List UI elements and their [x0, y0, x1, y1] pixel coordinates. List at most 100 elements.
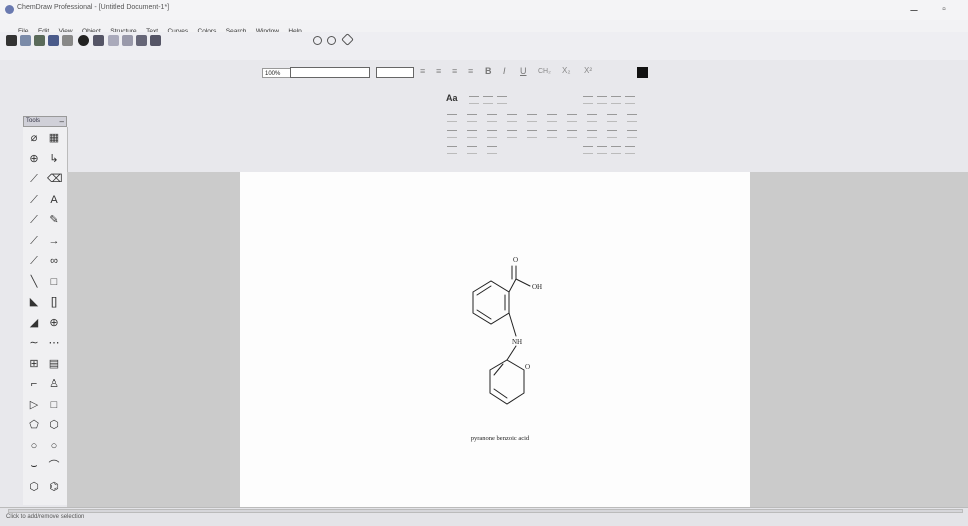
palette-icon[interactable]: [469, 96, 479, 104]
palette-icon[interactable]: [611, 96, 621, 104]
show-crosshair-icon[interactable]: [341, 33, 354, 46]
palette-icon[interactable]: [497, 96, 507, 104]
orbital-tool[interactable]: ∞: [50, 255, 58, 267]
palette-icon[interactable]: [527, 130, 537, 138]
eraser-tool[interactable]: ⌫: [47, 173, 63, 185]
menu-curves[interactable]: Curves: [167, 26, 188, 38]
wavy-bond-tool[interactable]: ∼: [29, 337, 39, 349]
wedge-bond-tool[interactable]: ◢: [29, 316, 39, 329]
palette-icon[interactable]: [627, 114, 637, 122]
paste-icon[interactable]: [150, 35, 161, 46]
acyclic-chain-tool[interactable]: ⌐: [30, 378, 38, 390]
menu-colors[interactable]: Colors: [198, 26, 217, 38]
text-tool[interactable]: A: [50, 193, 58, 206]
bracket-tool[interactable]: []: [50, 296, 58, 308]
font-style-icon[interactable]: Aa: [446, 93, 458, 103]
palette-icon[interactable]: [487, 114, 497, 122]
align-right-icon[interactable]: ≡: [452, 66, 458, 76]
arrow-tool[interactable]: →: [48, 234, 60, 247]
undo-icon[interactable]: [93, 35, 104, 46]
menu-help[interactable]: Help: [288, 26, 301, 38]
palette-icon[interactable]: [447, 130, 457, 138]
italic-icon[interactable]: I: [503, 66, 506, 76]
palette-icon[interactable]: [467, 130, 477, 138]
open-document-icon[interactable]: [20, 35, 31, 46]
palette-icon[interactable]: [587, 130, 597, 138]
menu-view[interactable]: View: [59, 26, 73, 38]
palette-icon[interactable]: [507, 114, 517, 122]
query-tool[interactable]: ⋯: [48, 337, 60, 349]
palette-icon[interactable]: [607, 114, 617, 122]
tools-palette-close-button[interactable]: –: [59, 117, 64, 126]
palette-icon[interactable]: [547, 130, 557, 138]
cut-icon[interactable]: [122, 35, 133, 46]
palette-icon[interactable]: [625, 146, 635, 154]
save-icon[interactable]: [48, 35, 59, 46]
palette-icon[interactable]: [607, 130, 617, 138]
palette-icon[interactable]: [597, 146, 607, 154]
palette-icon[interactable]: [447, 146, 457, 154]
marquee-tool[interactable]: ▦: [48, 132, 60, 144]
cyclopentadiene-tool[interactable]: ⌣: [30, 460, 38, 472]
minimize-button[interactable]: –: [910, 2, 918, 17]
redo-icon[interactable]: [108, 35, 119, 46]
menu-search[interactable]: Search: [226, 26, 247, 38]
chemical-structure[interactable]: O OH NH O: [240, 172, 750, 507]
cyclooctane-tool[interactable]: ○: [50, 439, 58, 452]
palette-icon[interactable]: [487, 146, 497, 154]
mass-fragmentation-tool[interactable]: ↳: [49, 152, 59, 165]
cyclobutane-tool[interactable]: □: [50, 398, 58, 411]
bold-wedge-tool[interactable]: ◣: [29, 296, 39, 308]
structure-caption[interactable]: pyranone benzoic acid: [470, 435, 530, 442]
table-tool[interactable]: ⊞: [29, 357, 39, 370]
hashed-bond-tool[interactable]: ⟋: [30, 234, 38, 247]
new-document-icon[interactable]: [6, 35, 17, 46]
palette-icon[interactable]: [567, 114, 577, 122]
align-center-icon[interactable]: ≡: [436, 66, 442, 76]
superscript-icon[interactable]: X²: [584, 66, 592, 75]
document-page[interactable]: O OH NH O pyranone benzoic acid: [240, 172, 750, 507]
menu-window[interactable]: Window: [256, 26, 279, 38]
palette-icon[interactable]: [507, 130, 517, 138]
bold-icon[interactable]: B: [485, 66, 492, 76]
copy-icon[interactable]: [136, 35, 147, 46]
stamp-tool[interactable]: ♙: [49, 378, 59, 390]
chair-tool[interactable]: ⬡: [29, 480, 39, 493]
pen-tool[interactable]: ✎: [49, 214, 59, 226]
menu-file[interactable]: File: [18, 26, 28, 38]
palette-icon[interactable]: [527, 114, 537, 122]
align-left-icon[interactable]: ≡: [420, 66, 426, 76]
palette-icon[interactable]: [625, 96, 635, 104]
palette-icon[interactable]: [611, 146, 621, 154]
palette-icon[interactable]: [447, 114, 457, 122]
palette-icon[interactable]: [567, 130, 577, 138]
print-icon[interactable]: [62, 35, 73, 46]
color-swatch[interactable]: [637, 67, 648, 78]
lasso-tool[interactable]: ⌀: [30, 132, 38, 144]
cycloheptane-tool[interactable]: ○: [30, 439, 38, 452]
palette-icon[interactable]: [467, 146, 477, 154]
template-icon[interactable]: [34, 35, 45, 46]
palette-icon[interactable]: [547, 114, 557, 122]
help-icon[interactable]: [78, 35, 89, 46]
maximize-button[interactable]: ▫: [942, 4, 946, 15]
palette-icon[interactable]: [487, 130, 497, 138]
template-tool[interactable]: ▤: [48, 357, 60, 370]
font-select[interactable]: [290, 67, 370, 78]
cyclopropane-tool[interactable]: ▷: [29, 398, 39, 411]
hashed-wedge-tool[interactable]: ⟋: [30, 255, 38, 267]
font-size-select[interactable]: [376, 67, 414, 78]
benzene-chair-tool[interactable]: ⌒: [48, 460, 60, 472]
benzene-tool[interactable]: ⌬: [49, 480, 59, 493]
zoom-out-icon[interactable]: [327, 36, 336, 45]
palette-icon[interactable]: [587, 114, 597, 122]
menu-object[interactable]: Object: [82, 26, 101, 38]
cyclopentane-tool[interactable]: ⬠: [29, 419, 39, 431]
underline-icon[interactable]: U: [520, 66, 527, 76]
bold-bond-tool[interactable]: ╲: [30, 275, 38, 288]
menu-text[interactable]: Text: [146, 26, 158, 38]
cyclohexane-tool[interactable]: ⬡: [49, 419, 59, 431]
menu-structure[interactable]: Structure: [110, 26, 136, 38]
subscript-icon[interactable]: X₂: [562, 66, 571, 75]
chemical-symbol-tool[interactable]: ⊕: [49, 316, 59, 329]
